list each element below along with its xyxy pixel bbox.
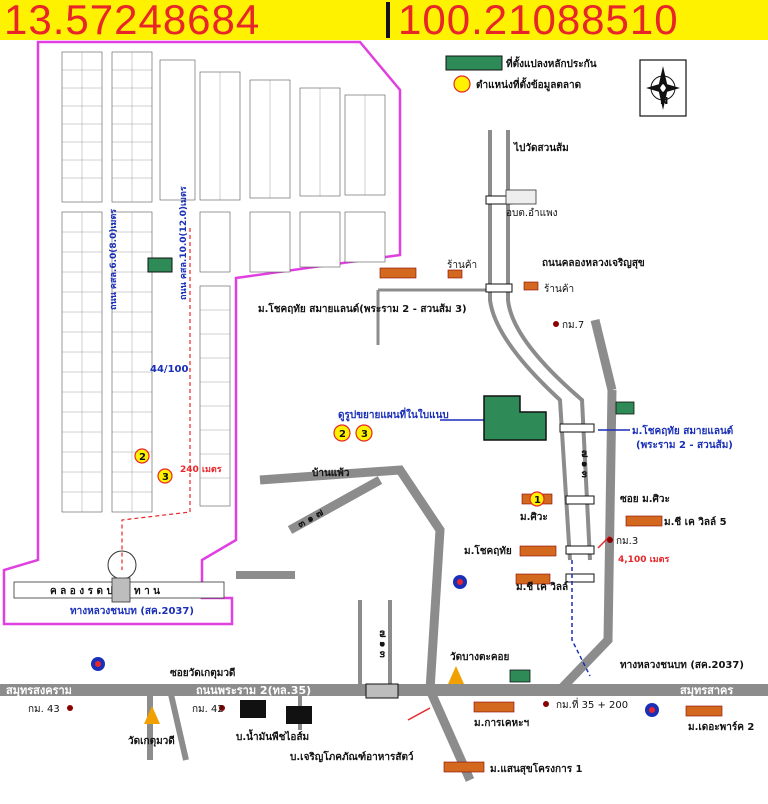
svg-text:N: N [660, 96, 668, 107]
latitude-text: 13.57248684 [4, 0, 261, 43]
label-wat-bang-kachoi: วัดบางตะคอย [450, 651, 510, 663]
label-shop-1: ร้านค้า [447, 259, 477, 271]
plan-marker-2-text: 2 [139, 452, 146, 463]
building-icons [240, 700, 312, 724]
label-company-2: บ.เจริญโภคภัณฑ์อาหารสัตว์ [290, 750, 414, 763]
coordinate-separator [386, 2, 390, 38]
label-samut-songkhram: สมุทรสงคราม [6, 684, 72, 698]
label-village-chokruethai: ม.โชคฤทัย [464, 544, 512, 557]
label-village-cv5: ม.ชี เค วิลล์ 5 [664, 516, 727, 528]
label-road-vertical-1: ๗ ๑ ๓ [579, 450, 590, 478]
route-sign-icon [615, 401, 635, 415]
collateral-plot-marker [147, 257, 173, 273]
label-plan-note: ดูรูปขยายแผนที่ในใบแนบ [338, 407, 449, 422]
subdivision-plan: ถนน คสล.10.0(12.0)เมตร ถนน คสล.6.0(8.0)เ… [2, 40, 402, 626]
obt-building-icon [505, 189, 537, 205]
red-cross-mark-2 [407, 707, 431, 721]
plan-highway-label: ทางหลวงชนบท (สค.2037) [70, 606, 194, 617]
label-village-saensuk: ม.แสนสุขโครงการ 1 [490, 762, 583, 775]
plan-road-6-label: ถนน คสล.6.0(8.0)เมตร [109, 209, 119, 310]
label-km7: กม.7 [562, 320, 584, 331]
legend-plot-label: ที่ตั้งแปลงหลักประกัน [506, 56, 597, 70]
plan-marker-2 [134, 448, 150, 464]
label-km3: กม.3 [616, 536, 638, 547]
label-smile-land-road: ม.โชคฤทัย สมายแลนด์(พระราม 2 - สวนส้ม 3) [258, 302, 467, 315]
label-shop-2: ร้านค้า [544, 283, 574, 295]
overview-marker-1-text: 1 [534, 495, 541, 506]
label-company-1: บ.น้ำมันพืชไอส์ม [236, 729, 309, 743]
plot-lines [62, 52, 366, 512]
label-km35: กม.ที่ 35 + 200 [556, 697, 628, 711]
label-rama2-road: ถนนพระราม 2(ทล.35) [196, 684, 311, 697]
overview-collateral-plot [483, 395, 547, 441]
coordinate-bar: 13.57248684 100.21088510 [0, 0, 768, 43]
label-smile-land: ม.โชคฤทัย สมายแลนด์ [632, 424, 733, 437]
plan-240-label: 240 เมตร [180, 465, 222, 475]
label-to-wat-suan-som: ไปวัดสวนส้ม [513, 141, 569, 154]
temple-icons [144, 666, 464, 724]
legend-plot-swatch [445, 55, 503, 71]
label-village-sisawa: ม.ศิวะ [520, 511, 548, 523]
north-arrow-icon: N [639, 59, 687, 117]
plan-canal-label: ค ล อ ง ร ด ป ร ะ ท า น [50, 585, 160, 597]
label-km42: กม. 42 [192, 704, 224, 715]
longitude-text: 100.21088510 [398, 0, 679, 43]
label-km43: กม. 43 [28, 704, 60, 715]
road-crossings [365, 195, 595, 699]
label-village-karnkeha: ม.การเคหะฯ [474, 718, 530, 729]
plan-marker-3 [157, 468, 173, 484]
label-obt-am-phaeng: อบต.อำแพง [506, 208, 558, 219]
plan-ref-marker-3-text: 3 [361, 429, 368, 440]
blue-route-line [571, 560, 591, 677]
road-network [0, 130, 768, 782]
plan-marker-3-text: 3 [162, 472, 169, 483]
plan-44-label: 44/100 [150, 364, 188, 375]
label-road-diag: ๓ ๑ ๗ [296, 507, 326, 531]
label-village-park2: ม.เดอะพาร์ค 2 [688, 721, 754, 733]
plan-ref-marker-3 [355, 424, 373, 442]
label-village-cv: ม.ชี เค วิลล์ [516, 581, 568, 593]
label-road-vertical-2: ๗ ๑ ๓ [377, 630, 388, 658]
gas-station-icons [91, 575, 659, 717]
km-markers [67, 321, 613, 711]
label-soi-wat-ket: ซอยวัดเกตุมวดี [170, 667, 235, 679]
label-rama2-suan-som: (พระราม 2 - สวนส้ม) [636, 439, 733, 451]
label-khlong-luang-road: ถนนคลองหลวงเจริญสุข [542, 257, 645, 269]
label-distance-4100: 4,100 เมตร [618, 555, 669, 565]
plan-ref-marker-2 [333, 424, 351, 442]
legend-market-label: ตำแหน่งที่ตั้งข้อมูลตลาด [476, 77, 581, 92]
label-highway-2037: ทางหลวงชนบท (สค.2037) [620, 660, 744, 671]
internal-route-line [121, 228, 191, 570]
legend: ที่ตั้งแปลงหลักประกัน ตำแหน่งที่ตั้งข้อม… [445, 55, 597, 93]
overview-marker-1 [529, 491, 545, 507]
legend-market-swatch [453, 75, 471, 93]
label-ban-phaeo: บ้านแพ้ว [312, 467, 350, 479]
plan-bridge [111, 577, 131, 603]
plan-ref-marker-2-text: 2 [339, 429, 346, 440]
label-wat-ket: วัดเกตุมวดี [128, 735, 175, 747]
label-soi-m-sisawa: ซอย ม.ศิวะ [620, 493, 670, 505]
route-sign-icon-2 [509, 669, 531, 683]
label-samut-sakhon: สมุทรสาคร [680, 684, 733, 698]
plan-road-10-label: ถนน คสล.10.0(12.0)เมตร [179, 186, 189, 300]
